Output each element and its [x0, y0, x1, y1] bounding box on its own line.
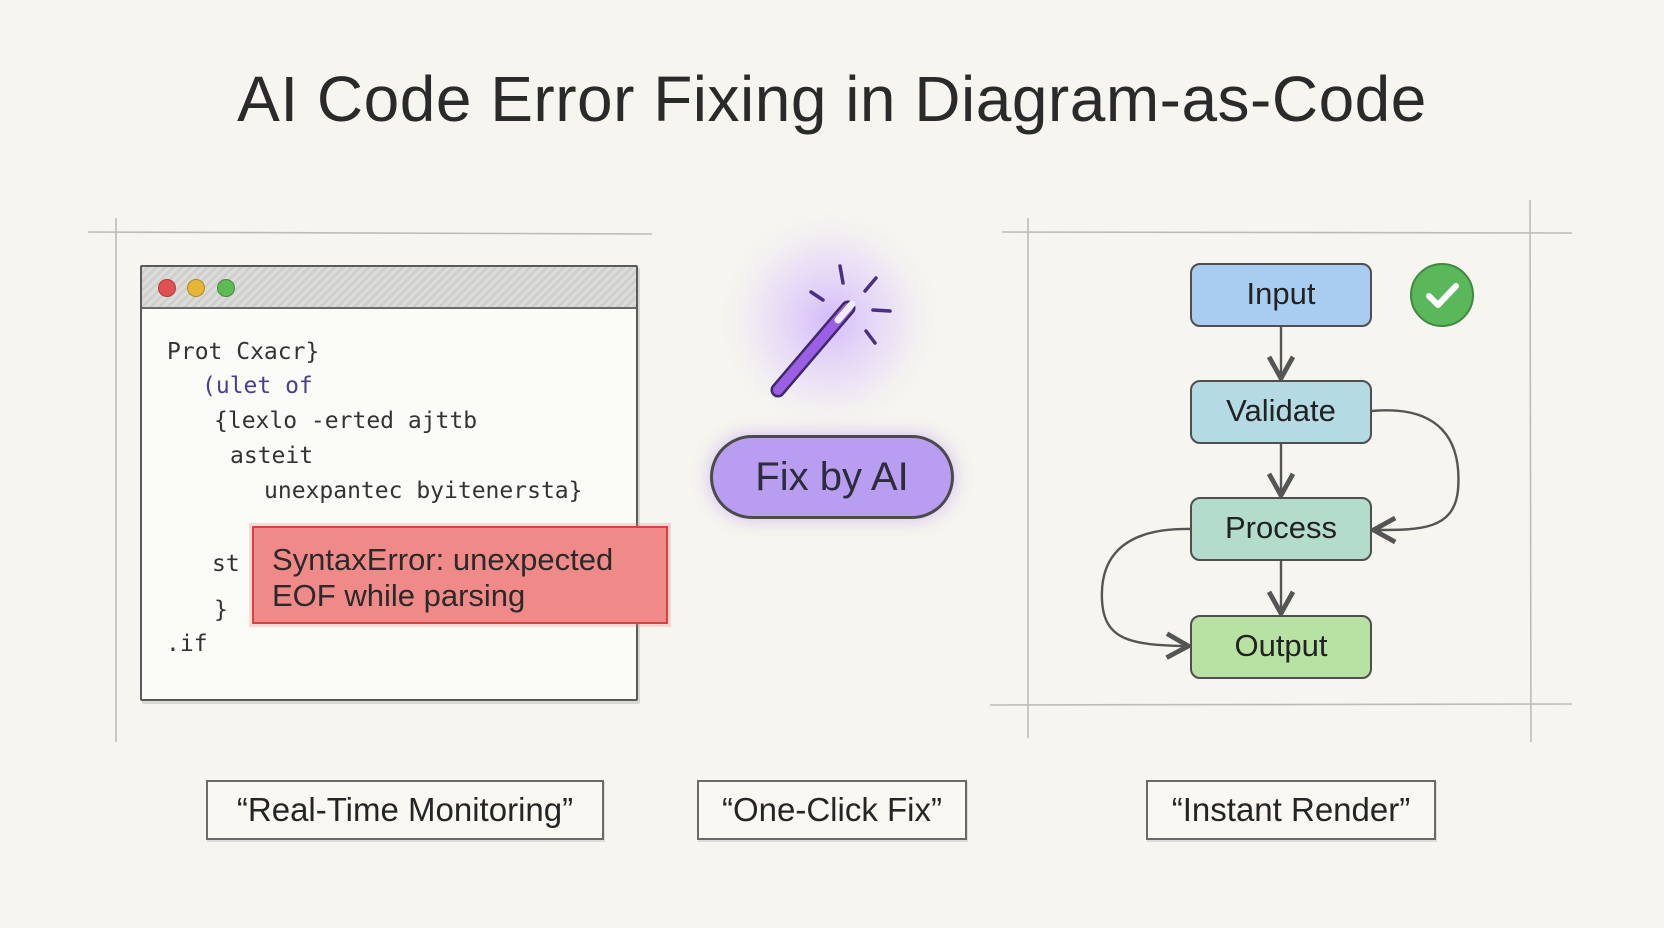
flow-node-output: Output [1190, 615, 1372, 679]
close-dot-icon[interactable] [158, 279, 176, 297]
code-line: unexpantec byitenersta} [264, 478, 583, 504]
code-line: {lexlo -erted ajttb [214, 408, 478, 434]
check-icon [1410, 263, 1474, 327]
code-line: (ulet of [202, 373, 313, 399]
code-line: st [212, 551, 240, 577]
caption-one-click-fix: “One-Click Fix” [697, 780, 967, 840]
code-editor-window: Prot Cxacr} (ulet of {lexlo -erted ajttb… [140, 265, 638, 701]
code-line: } [214, 597, 228, 623]
caption-instant-render: “Instant Render” [1146, 780, 1436, 840]
maximize-dot-icon[interactable] [217, 279, 235, 297]
flow-node-input: Input [1190, 263, 1372, 327]
page-title: AI Code Error Fixing in Diagram-as-Code [237, 63, 1427, 135]
flow-node-process: Process [1190, 497, 1372, 561]
syntax-error-tooltip: SyntaxError: unexpected EOF while parsin… [252, 526, 668, 624]
minimize-dot-icon[interactable] [187, 279, 205, 297]
code-line: asteit [230, 443, 314, 469]
code-line: .if [166, 631, 208, 657]
fix-by-ai-button[interactable]: Fix by AI [710, 435, 954, 519]
flow-node-validate: Validate [1190, 380, 1372, 444]
window-titlebar [142, 267, 636, 309]
caption-real-time-monitoring: “Real-Time Monitoring” [206, 780, 604, 840]
code-line: Prot Cxacr} [167, 339, 320, 365]
